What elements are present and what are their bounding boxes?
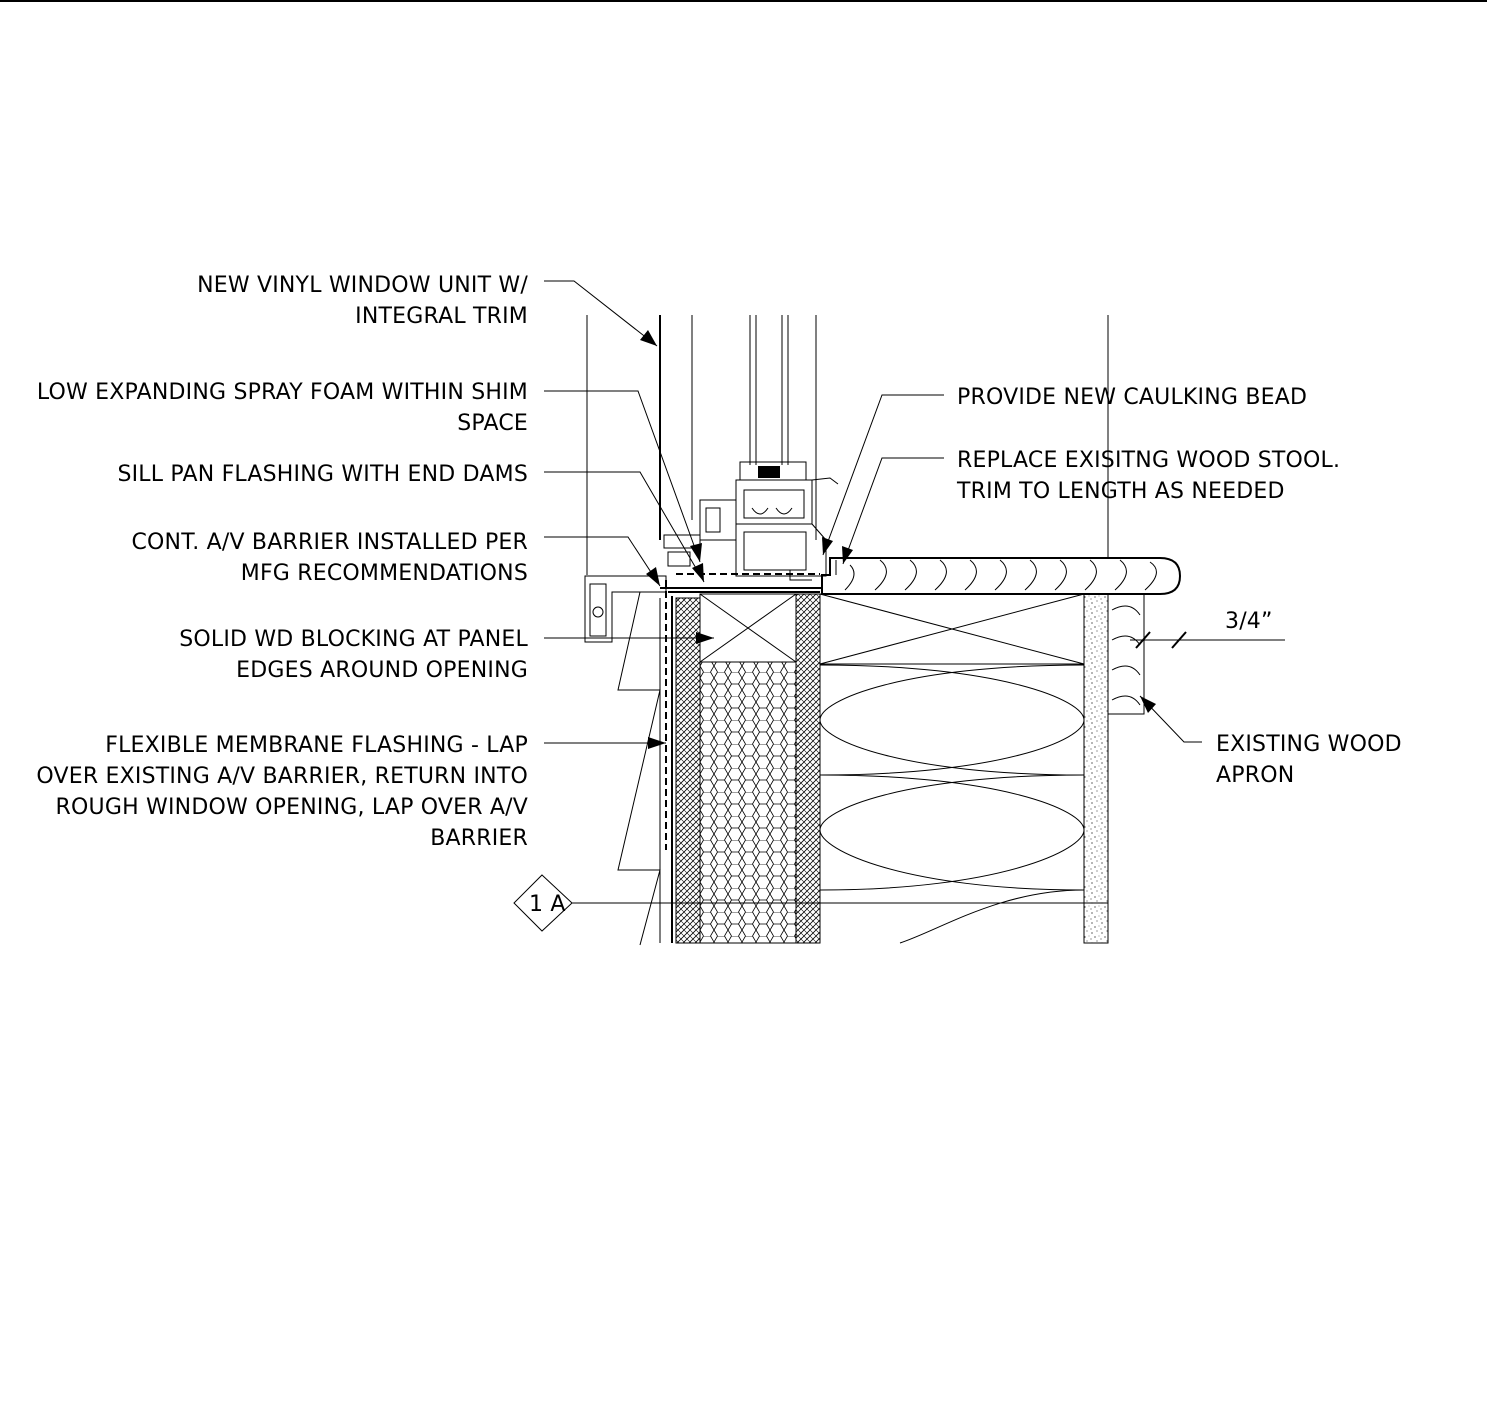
note-window-unit: NEW VINYL WINDOW UNIT W/INTEGRAL TRIM: [197, 273, 528, 329]
note-line: SOLID WD BLOCKING AT PANEL: [179, 627, 528, 652]
dimension-label: 3/4”: [1225, 609, 1273, 634]
note-line: BARRIER: [430, 826, 528, 851]
notes-right: PROVIDE NEW CAULKING BEAD REPLACE EXISIT…: [956, 385, 1402, 788]
note-line: REPLACE EXISITNG WOOD STOOL.: [957, 448, 1340, 473]
note-line: APRON: [1216, 763, 1294, 788]
note-line: INTEGRAL TRIM: [355, 304, 528, 329]
leader-lines: [544, 280, 1202, 749]
wood-framing: [819, 593, 1085, 665]
window-frame-profile: [663, 461, 839, 581]
solid-wood-blocking: [699, 593, 797, 663]
note-line: ROUGH WINDOW OPENING, LAP OVER A/V: [56, 795, 528, 820]
note-line: MFG RECOMMENDATIONS: [241, 561, 528, 586]
note-line: PROVIDE NEW CAULKING BEAD: [957, 385, 1307, 410]
section-tag: 1 A: [513, 874, 1108, 932]
rigid-insulation: [699, 661, 797, 944]
note-line: EXISTING WOOD: [1216, 732, 1402, 757]
note-line: TRIM TO LENGTH AS NEEDED: [956, 479, 1285, 504]
wall-section: [584, 315, 1182, 946]
note-line: SPACE: [457, 411, 528, 436]
note-line: SILL PAN FLASHING WITH END DAMS: [117, 462, 528, 487]
note-stool: REPLACE EXISITNG WOOD STOOL. TRIM TO LENG…: [956, 448, 1340, 504]
gypsum-board: [1083, 593, 1109, 944]
dimension-three-quarter: 3/4”: [1130, 609, 1285, 649]
note-line: FLEXIBLE MEMBRANE FLASHING - LAP: [105, 733, 528, 758]
wood-stool: [821, 557, 1182, 595]
note-av-barrier: CONT. A/V BARRIER INSTALLED PER MFG RECOM…: [131, 530, 528, 586]
section-tag-label: 1 A: [529, 892, 566, 917]
note-sill-pan: SILL PAN FLASHING WITH END DAMS: [117, 462, 528, 487]
note-line: LOW EXPANDING SPRAY FOAM WITHIN SHIM: [37, 380, 528, 405]
note-membrane: FLEXIBLE MEMBRANE FLASHING - LAP OVER EXI…: [36, 733, 528, 851]
note-spray-foam: LOW EXPANDING SPRAY FOAM WITHIN SHIM SPAC…: [37, 380, 528, 436]
note-line: NEW VINYL WINDOW UNIT W/: [197, 273, 528, 298]
note-blocking: SOLID WD BLOCKING AT PANEL EDGES AROUND O…: [179, 627, 528, 683]
note-line: OVER EXISTING A/V BARRIER, RETURN INTO: [36, 764, 528, 789]
note-caulking: PROVIDE NEW CAULKING BEAD: [957, 385, 1307, 410]
wood-apron: [1107, 593, 1145, 715]
note-line: CONT. A/V BARRIER INSTALLED PER: [131, 530, 528, 555]
notes-left: NEW VINYL WINDOW UNIT W/INTEGRAL TRIM LO…: [36, 273, 528, 851]
batt-insulation: [819, 664, 1085, 944]
note-apron: EXISTING WOOD APRON: [1216, 732, 1402, 788]
note-line: EDGES AROUND OPENING: [236, 658, 528, 683]
exterior-trim: [584, 575, 667, 946]
